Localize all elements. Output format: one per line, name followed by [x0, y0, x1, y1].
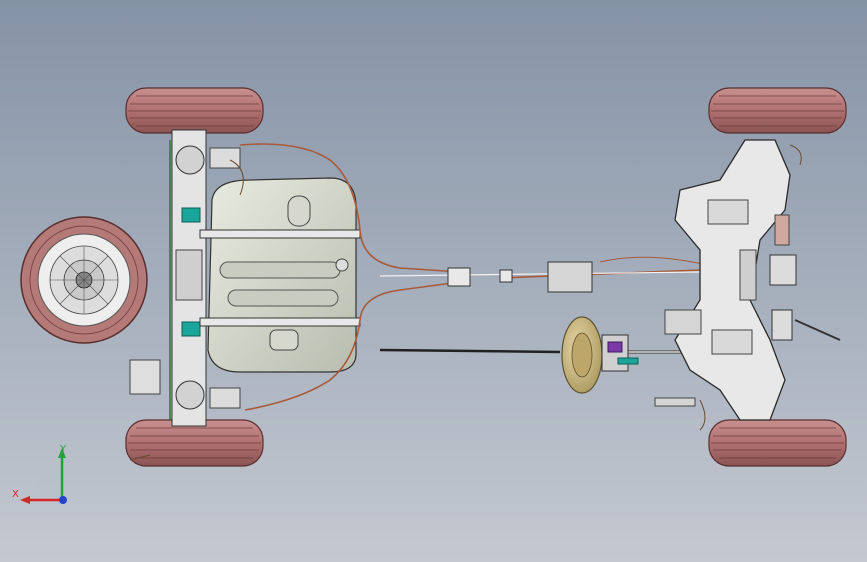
- rear-left-tire[interactable]: [125, 87, 264, 134]
- rear-right-tire[interactable]: [125, 419, 264, 467]
- rear-axle[interactable]: [129, 129, 241, 427]
- wiring-harness: [129, 144, 802, 461]
- front-left-tire[interactable]: [708, 87, 847, 134]
- triad-plane: [32, 470, 62, 500]
- front-subframe[interactable]: [654, 139, 841, 421]
- front-right-tire[interactable]: [708, 419, 847, 467]
- x-axis-head: [20, 496, 30, 504]
- y-axis-label: Y: [59, 444, 67, 455]
- z-axis-dot: [59, 496, 67, 504]
- spare-wheel[interactable]: [20, 216, 148, 344]
- y-axis-head: [58, 448, 66, 458]
- differential-housing[interactable]: [561, 316, 639, 394]
- fuel-tank[interactable]: [199, 177, 361, 373]
- exhaust-pipe: [379, 271, 701, 354]
- mid-connector[interactable]: [447, 261, 593, 293]
- x-axis-label: X: [12, 489, 19, 500]
- axis-triad: Y X: [12, 444, 67, 504]
